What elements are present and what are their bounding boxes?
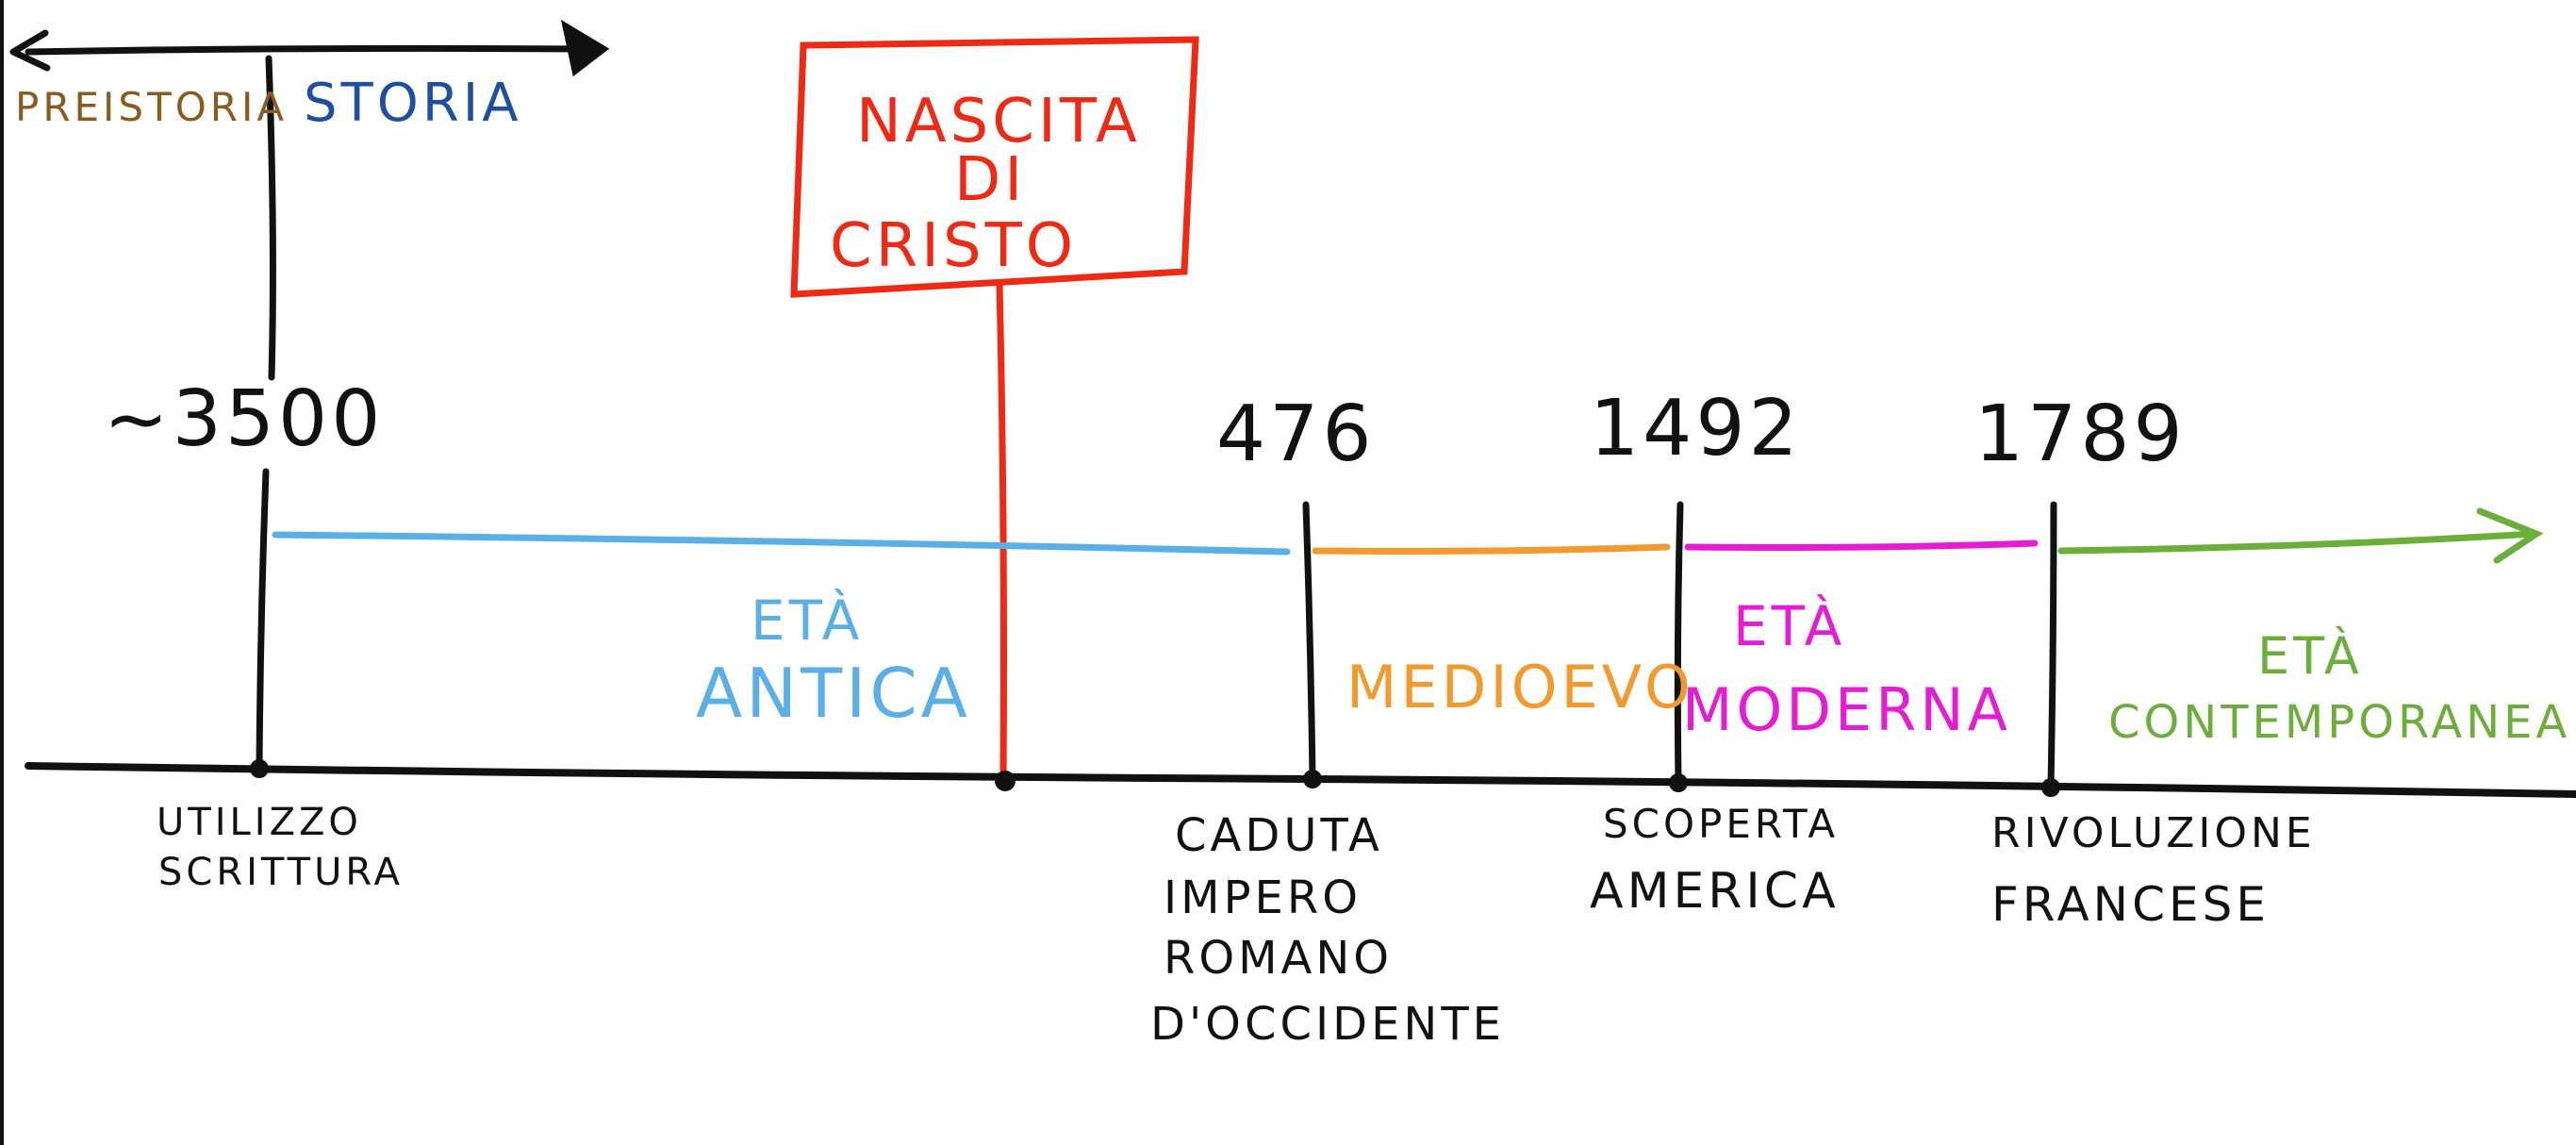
christ-line-3: CRISTO	[830, 211, 1077, 281]
era-modern-line-1: ETÀ	[1733, 593, 1845, 658]
event-rome-line-3: ROMANO	[1164, 932, 1393, 985]
christ-line-2: DI	[954, 145, 1026, 215]
america-dot	[1669, 773, 1688, 792]
marker-writing	[256, 468, 270, 772]
event-rome-line-1: CADUTA	[1175, 809, 1383, 862]
marker-fall-rome	[1302, 501, 1316, 782]
event-rome-line-4: D'OCCIDENTE	[1150, 998, 1505, 1051]
era-medieval-span	[1312, 543, 1671, 555]
date-writing: ~3500	[104, 374, 384, 464]
date-markers	[256, 468, 2057, 791]
revolution-dot	[2041, 778, 2060, 797]
era-contemporary-line-2: CONTEMPORANEA	[2108, 696, 2570, 749]
marker-america	[1674, 501, 1684, 787]
event-america-line-1: SCOPERTA	[1603, 801, 1839, 847]
era-contemporary-span	[2057, 507, 2544, 564]
timeline-baseline	[25, 762, 2576, 798]
date-revolution: 1789	[1974, 390, 2187, 479]
top-divider-arrow	[9, 19, 610, 381]
event-rome-line-2: IMPERO	[1164, 871, 1362, 924]
era-contemporary-line-1: ETÀ	[2257, 626, 2363, 686]
event-america-line-2: AMERICA	[1590, 863, 1840, 920]
writing-dot	[250, 759, 269, 778]
era-ancient-line-2: ANTICA	[696, 654, 971, 733]
prehistory-label: PREISTORIA	[15, 84, 288, 130]
event-writing-line-1: UTILIZZO	[157, 801, 362, 844]
event-writing-line-2: SCRITTURA	[158, 851, 404, 894]
date-america: 1492	[1590, 384, 1802, 473]
marker-revolution	[2047, 501, 2057, 791]
era-modern-line-2: MODERNA	[1682, 675, 2011, 744]
history-label: STORIA	[304, 73, 522, 134]
event-revolution-line-1: RIVOLUZIONE	[1991, 809, 2316, 857]
fall-rome-dot	[1303, 770, 1322, 788]
christ-birth-box	[790, 36, 1199, 782]
christ-line-1: NASCITA	[856, 87, 1141, 157]
era-ancient-span	[272, 531, 1291, 556]
date-fall-rome: 476	[1216, 390, 1376, 479]
era-modern-span	[1684, 539, 2039, 551]
era-ancient-line-1: ETÀ	[751, 588, 863, 653]
event-revolution-line-2: FRANCESE	[1991, 877, 2270, 932]
era-medieval-label: MEDIOEVO	[1346, 653, 1694, 722]
